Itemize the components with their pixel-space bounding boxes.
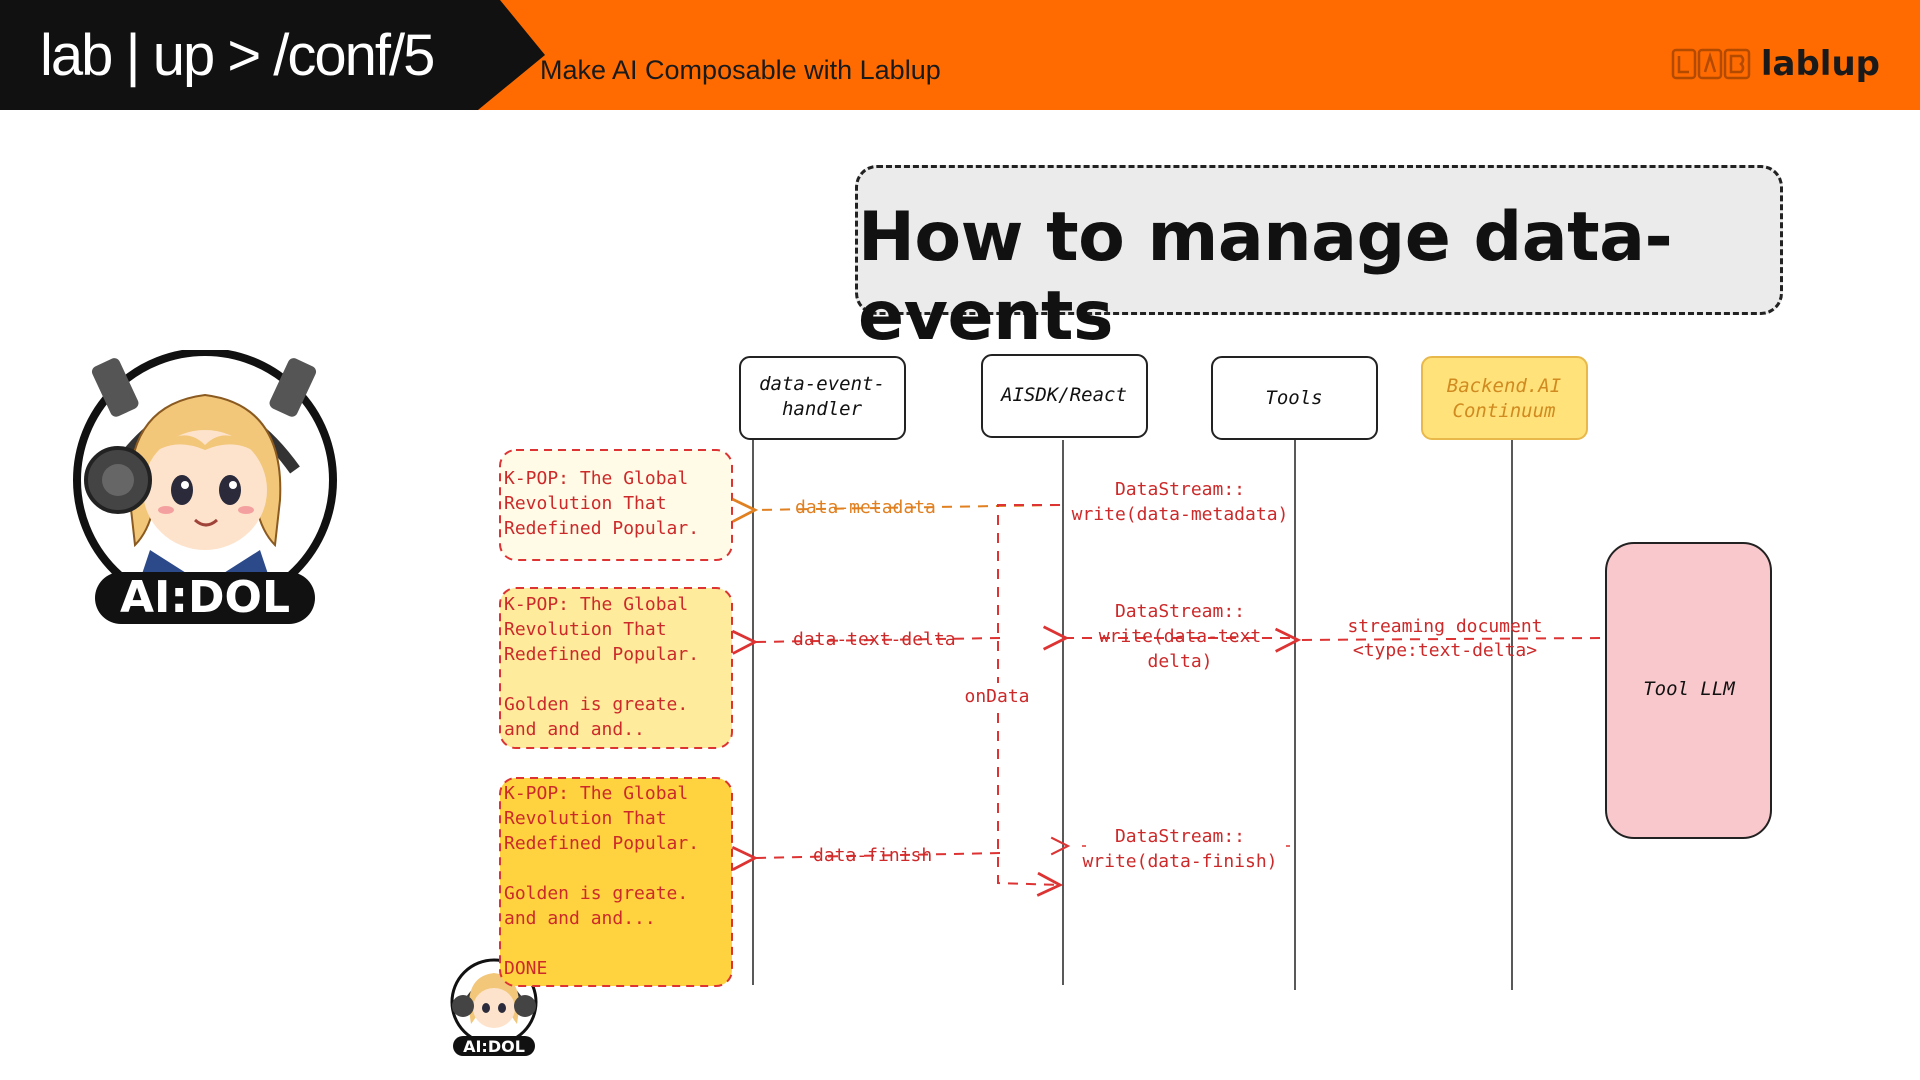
message-label: DataStream:: bbox=[1115, 601, 1245, 622]
actor-label: AISDK/React bbox=[1000, 384, 1127, 406]
message-label: delta) bbox=[1147, 651, 1212, 672]
tool-llm-box: Tool LLM bbox=[1605, 542, 1772, 839]
message-label: onData bbox=[964, 686, 1029, 707]
slide-title-box: How to manage data-events bbox=[855, 165, 1783, 356]
brand-wordmark: lablup bbox=[1760, 44, 1880, 84]
message-label: write(data-metadata) bbox=[1072, 504, 1289, 525]
message-label: data-finish bbox=[813, 845, 932, 866]
actor-label: Backend.AI bbox=[1447, 375, 1561, 397]
actor-tools: Tools bbox=[1211, 356, 1378, 440]
mascot-avatar: AI:DOL bbox=[73, 350, 337, 624]
header-tagline: Make AI Composable with Lablup bbox=[540, 55, 941, 85]
message-label: write(data-finish) bbox=[1082, 851, 1277, 872]
message-label: write(data-text bbox=[1099, 626, 1262, 647]
message-data-finish: data-finish DataStream:: write(data-fini… bbox=[755, 826, 1290, 872]
ondata-loop: onData bbox=[958, 504, 1060, 885]
actor-aisdk-react: AISDK/React bbox=[981, 354, 1148, 438]
response-card-3 bbox=[499, 777, 733, 987]
actor-backend-ai-continuum: Backend.AI Continuum bbox=[1421, 356, 1588, 440]
header-logo-block bbox=[0, 0, 545, 110]
lablup-logo-icon bbox=[1671, 48, 1751, 80]
response-card-1-text: K-POP: The Global Revolution That Redefi… bbox=[504, 468, 700, 539]
actor-label: data-event- bbox=[759, 373, 885, 395]
header-bar: lab | up > /conf/5 Make AI Composable wi… bbox=[0, 0, 1920, 110]
message-label: DataStream:: bbox=[1115, 826, 1245, 847]
response-card-2-text: K-POP: The Global Revolution That Redefi… bbox=[504, 594, 700, 740]
message-data-text-delta: data-text-delta DataStream:: write(data-… bbox=[755, 601, 1601, 672]
actor-data-event-handler: data-event- handler bbox=[739, 356, 906, 440]
message-label: <type:text-delta> bbox=[1353, 640, 1537, 661]
conference-title: lab | up > /conf/5 bbox=[40, 23, 435, 88]
response-card-1 bbox=[499, 449, 733, 561]
message-label: DataStream:: bbox=[1115, 479, 1245, 500]
mascot-badge: AI:DOL bbox=[120, 572, 290, 623]
response-card-2 bbox=[499, 587, 733, 749]
response-card-3-text: K-POP: The Global Revolution That Redefi… bbox=[504, 783, 700, 979]
tool-llm-label: Tool LLM bbox=[1643, 678, 1735, 700]
actor-label: handler bbox=[782, 398, 863, 420]
actor-label: Tools bbox=[1265, 387, 1322, 409]
message-label: streaming document bbox=[1347, 616, 1542, 637]
brand-logo: lablup bbox=[1671, 44, 1880, 84]
message-label: data-text-delta bbox=[793, 629, 956, 650]
message-label: data-metadata bbox=[795, 497, 936, 518]
mascot-small-badge: AI:DOL bbox=[463, 1037, 525, 1056]
actor-label: Continuum bbox=[1453, 400, 1556, 422]
slide-title: How to manage data-events bbox=[858, 198, 1673, 356]
message-data-metadata: data-metadata DataStream:: write(data-me… bbox=[755, 479, 1288, 525]
